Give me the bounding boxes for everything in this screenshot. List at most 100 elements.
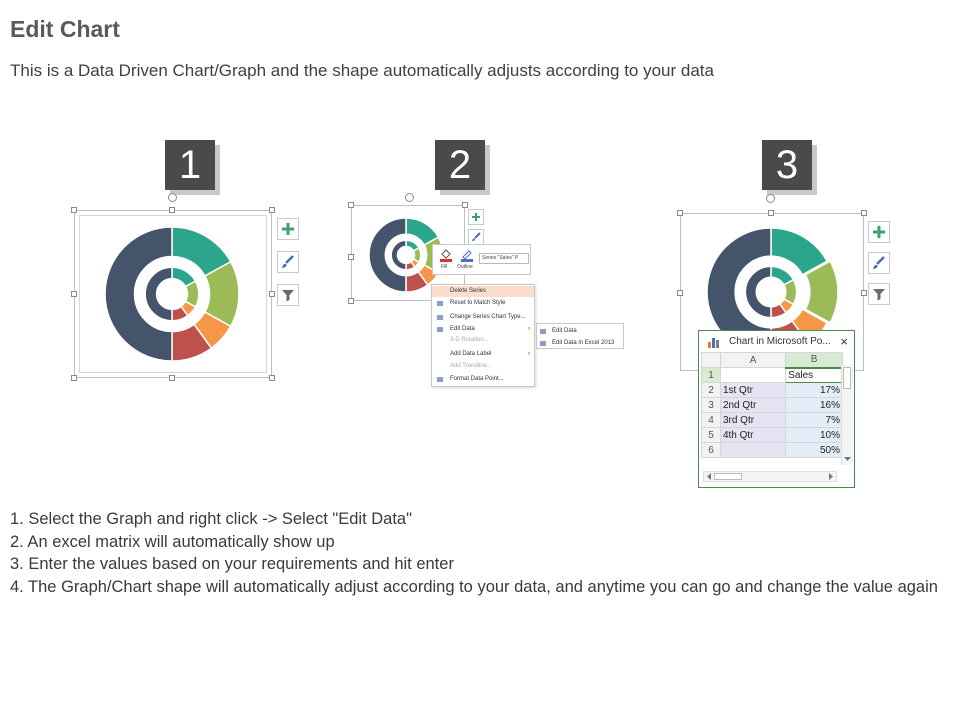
chart-filters-button[interactable]	[868, 283, 890, 305]
doughnut-segment[interactable]	[744, 265, 772, 319]
instruction-step-3: 3. Enter the values based on your requir…	[10, 555, 454, 573]
resize-handle[interactable]	[71, 207, 77, 213]
excel-title: Chart in Microsoft Po...	[729, 336, 831, 347]
excel-title-bar: Chart in Microsoft Po... ×	[699, 331, 854, 353]
column-header-a[interactable]: A	[719, 352, 787, 368]
brush-icon	[282, 255, 294, 268]
submenu-arrow-icon: ›	[528, 351, 530, 357]
menu-item-label: Add Data Label	[450, 351, 492, 357]
column-header-b[interactable]: B	[785, 352, 843, 369]
resize-handle[interactable]	[677, 290, 683, 296]
cell-a5[interactable]: 4th Qtr	[719, 427, 787, 443]
scroll-down-icon[interactable]	[843, 455, 852, 463]
submenu-item-label: Edit Data in Excel 2013	[552, 340, 615, 346]
resize-handle[interactable]	[169, 207, 175, 213]
submenu-arrow-icon: ›	[528, 326, 530, 332]
cell-b4[interactable]: 7%	[785, 412, 843, 428]
close-icon[interactable]: ×	[840, 334, 848, 349]
resize-handle[interactable]	[348, 254, 354, 260]
resize-handle[interactable]	[269, 207, 275, 213]
resize-handle[interactable]	[348, 298, 354, 304]
scroll-thumb[interactable]	[843, 367, 851, 389]
menu-item-3d-rotation[interactable]: 3-D Rotation...	[432, 335, 534, 346]
row-number[interactable]: 6	[701, 442, 721, 458]
row-number[interactable]: 1	[701, 367, 721, 383]
menu-item-add-data-label[interactable]: Add Data Label ›	[432, 349, 534, 360]
rotate-handle[interactable]	[405, 193, 414, 202]
resize-handle[interactable]	[71, 375, 77, 381]
vertical-scrollbar[interactable]	[841, 365, 853, 465]
instruction-step-1: 1. Select the Graph and right click -> S…	[10, 510, 412, 528]
table-icon	[540, 329, 546, 334]
resize-handle[interactable]	[348, 202, 354, 208]
cell-a1[interactable]	[719, 367, 787, 383]
cell-b5[interactable]: 10%	[785, 427, 843, 443]
row-number[interactable]: 5	[701, 427, 721, 443]
scroll-right-icon[interactable]	[827, 472, 835, 481]
series-dropdown[interactable]: Series "Sales" P	[479, 253, 529, 264]
menu-item-label: Reset to Match Style	[450, 300, 506, 306]
doughnut-segment[interactable]	[104, 226, 173, 362]
rotate-handle[interactable]	[168, 193, 177, 202]
chart-elements-button[interactable]	[277, 218, 299, 240]
plus-icon	[873, 226, 885, 238]
format-icon	[437, 377, 443, 382]
menu-item-delete-series[interactable]: Delete Series	[432, 286, 534, 297]
menu-item-edit-data[interactable]: Edit Data›	[432, 324, 534, 335]
cell-b2[interactable]: 17%	[785, 382, 843, 398]
pen-outline-icon	[461, 250, 473, 262]
fill-button[interactable]	[439, 248, 453, 262]
cell-a3[interactable]: 2nd Qtr	[719, 397, 787, 413]
scroll-thumb[interactable]	[714, 473, 742, 480]
menu-item-reset-style[interactable]: Reset to Match Style	[432, 298, 534, 309]
cell-a6[interactable]	[719, 442, 787, 458]
menu-item-change-chart-type[interactable]: Change Series Chart Type...	[432, 312, 534, 323]
row-number[interactable]: 2	[701, 382, 721, 398]
resize-handle[interactable]	[169, 375, 175, 381]
doughnut-segment[interactable]	[770, 227, 829, 276]
cell-b6[interactable]: 50%	[785, 442, 843, 458]
chart-styles-button[interactable]	[277, 251, 299, 273]
resize-handle[interactable]	[768, 210, 774, 216]
excel-grid: A B 1 Sales 2 1st Qtr 17% 3 2nd Qtr 16%	[701, 352, 843, 464]
cell-b1[interactable]: Sales	[785, 367, 843, 383]
cell-b3[interactable]: 16%	[785, 397, 843, 413]
chart-styles-button[interactable]	[868, 252, 890, 274]
resize-handle[interactable]	[269, 291, 275, 297]
doughnut-segment[interactable]	[804, 260, 839, 324]
resize-handle[interactable]	[861, 210, 867, 216]
brush-icon	[873, 256, 885, 269]
resize-handle[interactable]	[71, 291, 77, 297]
cell-a2[interactable]: 1st Qtr	[719, 382, 787, 398]
row-number[interactable]: 3	[701, 397, 721, 413]
excel-icon	[540, 341, 546, 346]
resize-handle[interactable]	[861, 290, 867, 296]
menu-item-label: Format Data Point...	[450, 376, 504, 382]
resize-handle[interactable]	[269, 375, 275, 381]
chart-filters-button[interactable]	[277, 284, 299, 306]
resize-handle[interactable]	[462, 202, 468, 208]
doughnut-segment[interactable]	[144, 266, 173, 322]
row-number[interactable]: 4	[701, 412, 721, 428]
doughnut-segment[interactable]	[390, 239, 407, 271]
submenu-item-edit-data[interactable]: Edit Data	[537, 325, 577, 337]
outline-button[interactable]	[460, 248, 474, 262]
corner-cell[interactable]	[701, 352, 721, 368]
cell-a4[interactable]: 3rd Qtr	[719, 412, 787, 428]
submenu-item-edit-in-excel[interactable]: Edit Data in Excel 2013	[537, 337, 614, 349]
menu-item-add-trendline[interactable]: Add Trendline...	[432, 361, 534, 372]
doughnut-segment[interactable]	[368, 217, 407, 293]
table-row: 3 2nd Qtr 16%	[701, 397, 843, 413]
resize-handle[interactable]	[677, 210, 683, 216]
chart-elements-button[interactable]	[868, 221, 890, 243]
horizontal-scrollbar[interactable]	[703, 471, 837, 482]
scroll-left-icon[interactable]	[705, 472, 713, 481]
edit-data-submenu: Edit Data Edit Data in Excel 2013	[536, 323, 624, 349]
chart-icon	[708, 338, 719, 348]
rotate-handle[interactable]	[766, 194, 775, 203]
menu-item-label: Delete Series	[450, 288, 487, 294]
table-row: 6 50%	[701, 442, 843, 458]
chart-elements-button[interactable]	[468, 209, 484, 225]
menu-item-format-data-point[interactable]: Format Data Point...	[432, 374, 534, 385]
